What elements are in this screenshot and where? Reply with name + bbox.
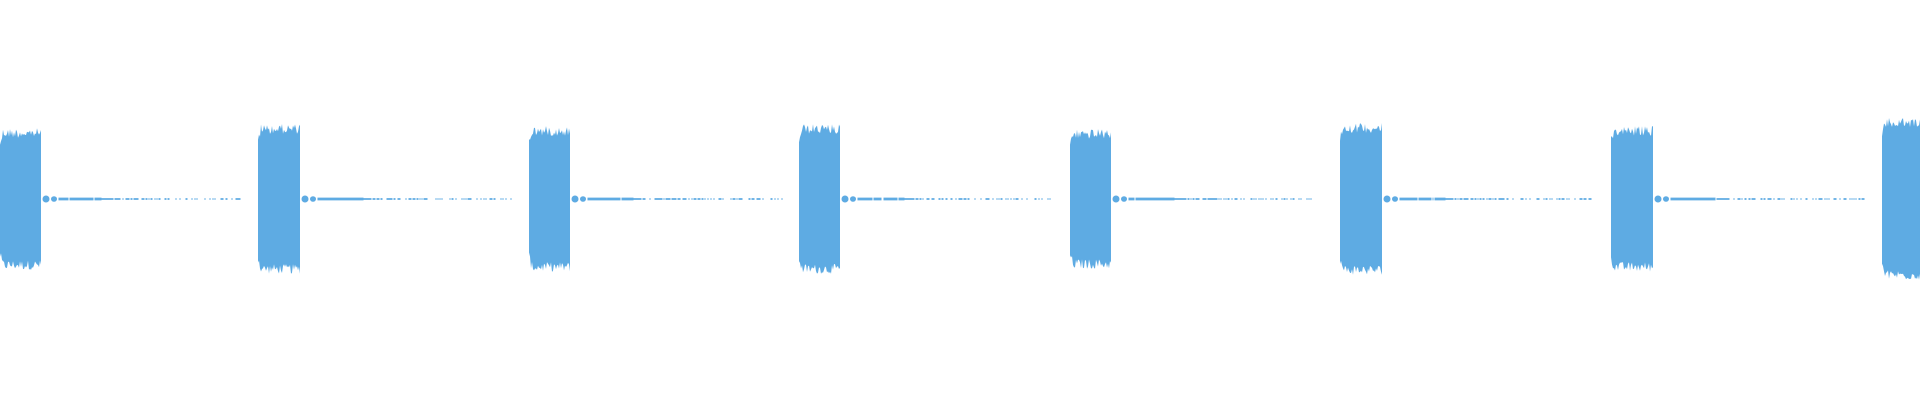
waveform-tail-blob (1121, 196, 1127, 202)
waveform-tail-blob (571, 195, 579, 203)
waveform-burst (1340, 123, 1382, 275)
waveform-burst (799, 124, 840, 274)
waveform-tail (857, 197, 1051, 201)
waveform-burst (0, 128, 41, 270)
waveform-tail-blob (42, 195, 50, 203)
waveform-tail-blob (841, 195, 849, 203)
waveform-tail-blob (51, 196, 57, 202)
waveform-tail (1670, 197, 1865, 201)
waveform-tails (42, 195, 1865, 203)
waveform-bursts (0, 118, 1920, 280)
waveform-tail-blob (1654, 195, 1662, 203)
waveform-tail-blob (1663, 196, 1669, 202)
waveform-burst (1882, 118, 1920, 280)
waveform-tail-blob (301, 195, 309, 203)
waveform-tail (317, 197, 512, 201)
waveform-tail (1128, 197, 1312, 201)
waveform-tail-blob (1112, 195, 1120, 203)
waveform-tail-blob (1383, 195, 1391, 203)
waveform-tail-blob (1392, 196, 1398, 202)
waveform-tail-blob (310, 196, 316, 202)
waveform-burst (258, 124, 300, 274)
waveform-tail (58, 197, 241, 201)
waveform-tail-blob (580, 196, 586, 202)
waveform-burst (1070, 129, 1111, 269)
waveform-tail (1399, 197, 1592, 201)
waveform-burst (1611, 126, 1653, 272)
waveform-tail-blob (850, 196, 856, 202)
waveform-tail (587, 197, 783, 201)
waveform-burst (529, 126, 570, 272)
